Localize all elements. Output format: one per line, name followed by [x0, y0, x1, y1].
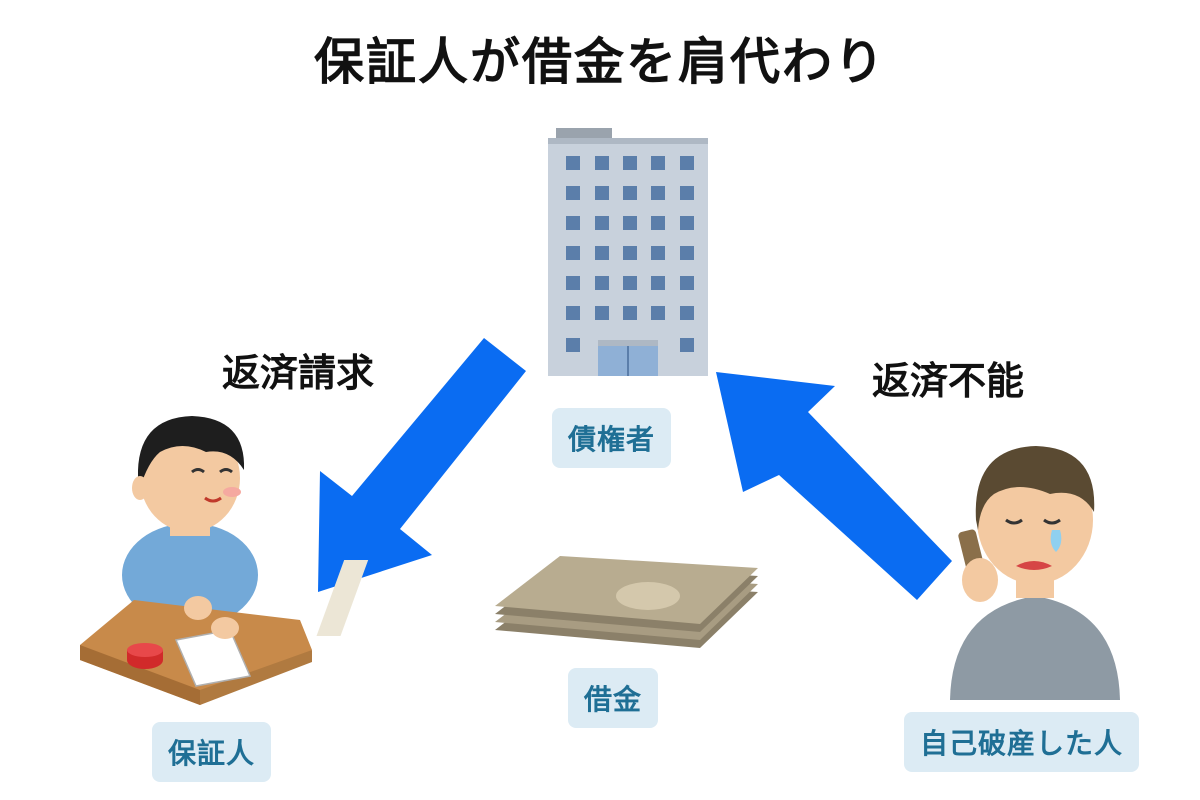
default-arrow	[716, 372, 952, 600]
guarantor-person-icon	[80, 416, 312, 705]
diagram-title: 保証人が借金を肩代わり	[314, 33, 886, 91]
debt-label: 借金	[568, 668, 659, 728]
creditor-label: 債権者	[552, 408, 672, 468]
bankrupt-person-icon	[950, 446, 1120, 700]
claim-arrow	[318, 338, 526, 592]
claim-label: 返済請求	[222, 351, 375, 395]
guarantor-label: 保証人	[152, 722, 272, 782]
default-label: 返済不能	[872, 359, 1025, 403]
bankrupt-label: 自己破産した人	[904, 712, 1140, 772]
money-bundle-icon	[316, 556, 758, 648]
office-building-icon	[548, 128, 708, 376]
